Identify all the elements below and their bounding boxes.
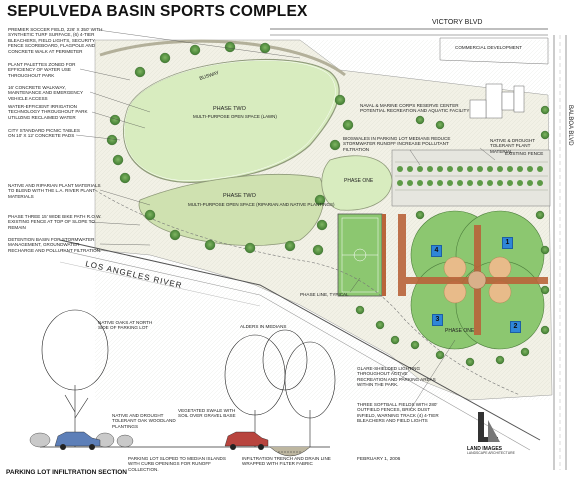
area-label-phase-two-a: PHASE TWO — [213, 106, 247, 112]
note-vegetated-swale: VEGETATED SWALE WITH SOIL OVER GRAVEL BA… — [178, 408, 236, 419]
page-title: SEPULVEDA BASIN SPORTS COMPLEX — [7, 3, 308, 20]
note-existing-fence: EXISTING FENCE — [505, 151, 544, 156]
note-softball: THREE SOFTBALL FIELDS WITH 280' OUTFIELD… — [357, 402, 439, 424]
area-label-phase-one-a: PHASE ONE — [344, 178, 374, 184]
area-label-phase-one-b: PHASE ONE — [445, 328, 475, 334]
note-parking-slope: PARKING LOT SLOPED TO MEDIAN ISLANDS WIT… — [128, 456, 226, 472]
section-title: PARKING LOT INFILTRATION SECTION — [6, 469, 127, 476]
area-label-lawn: MULTI-PURPOSE OPEN SPACE (LAWN) — [193, 114, 277, 119]
note-native-drought: NATIVE & DROUGHT TOLERANT PLANT MATERIAL — [490, 138, 536, 154]
field-marker-1: 1 — [502, 237, 513, 249]
note-walkway: 16' CONCRETE WALKWAY, MAINTENANCE AND EM… — [8, 85, 83, 101]
note-bioswales: BIOSWALES IN PARKING LOT MEDIANS REDUCE … — [343, 136, 451, 152]
logo-subtitle: LANDSCAPE ARCHITECTURE — [467, 451, 515, 455]
victory-blvd-label: VICTORY BLVD — [432, 19, 483, 26]
note-oak-woodland: NATIVE AND DROUGHT TOLERANT OAK WOODLAND… — [112, 413, 176, 429]
logo-name: LAND IMAGES — [467, 446, 502, 452]
note-naval: NAVAL & MARINE CORPS RESERVE CENTER POTE… — [360, 103, 470, 114]
car-red — [224, 431, 269, 450]
note-glare: GLARE-SHIELDED LIGHTING THROUGHOUT ACTIV… — [357, 366, 436, 388]
riparian-area — [138, 174, 325, 246]
note-irrigation: WATER-EFFICIENT IRRIGATION TECHNOLOGY TH… — [8, 104, 88, 120]
lawn-area — [123, 58, 340, 183]
car-blue — [54, 431, 101, 450]
parking-lot — [391, 149, 551, 207]
note-soccer: PREMIER SOCCER FIELD, 226' X 350' WITH S… — [8, 27, 103, 54]
note-detention: DETENTION BASIN FOR STORMWATER MANAGEMEN… — [8, 237, 102, 253]
note-phase-line: PHASE LINE, TYPICAL — [300, 292, 349, 297]
field-marker-3: 3 — [432, 314, 443, 326]
note-commercial: COMMERCIAL DEVELOPMENT — [455, 45, 522, 50]
area-label-riparian-space: MULTI-PURPOSE OPEN SPACE (RIPARIAN AND N… — [188, 202, 335, 207]
note-palettes: PLANT PALETTES ZONED FOR EFFICIENCY OF W… — [8, 62, 76, 78]
field-marker-2: 2 — [510, 321, 521, 333]
land-images-logo — [478, 412, 500, 442]
note-alders: ALDERS IN MEDIANS — [240, 324, 287, 329]
field-marker-4: 4 — [431, 245, 442, 257]
balboa-label: BALBOA BLVD — [567, 105, 573, 146]
area-label-phase-two-b: PHASE TWO — [223, 193, 257, 199]
plan-date: FEBRUARY 1, 2006 — [357, 457, 401, 462]
note-riparian: NATIVE AND RIPARIAN PLANT MATERIALS TO B… — [8, 183, 101, 199]
note-infiltration: INFILTRATION TRENCH AND DRAIN LINE WRAPP… — [242, 456, 331, 467]
note-bike-path: PHASE THREE 15' WIDE BIKE PATH R.O.W. EX… — [8, 214, 102, 230]
note-oaks: NATIVE OAKS AT NORTH SIDE OF PARKING LOT — [98, 320, 153, 331]
note-picnic: CITY STANDARD PICNIC TABLES ON 10' X 12'… — [8, 128, 80, 139]
